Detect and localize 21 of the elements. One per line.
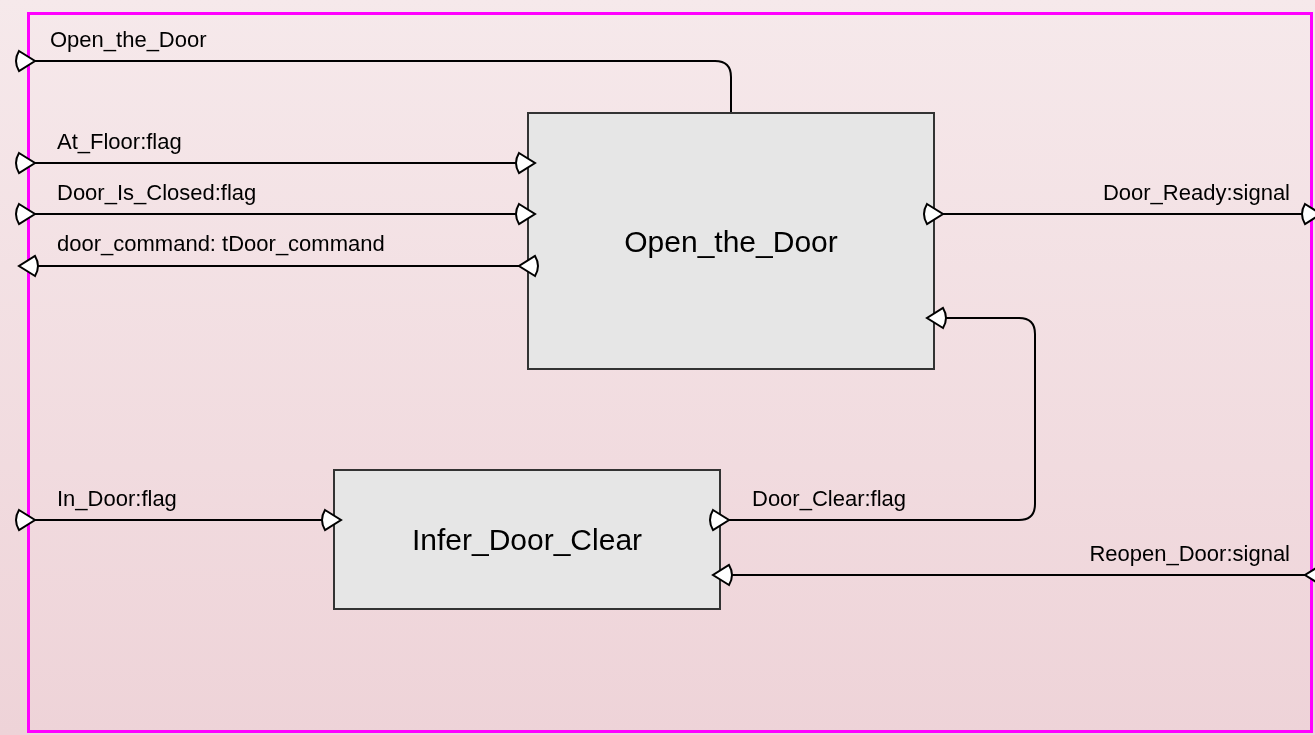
signal-connector — [712, 564, 1315, 586]
block-title: Open_the_Door — [624, 223, 838, 260]
edge-label: In_Door:flag — [57, 486, 177, 512]
signal-connector — [709, 307, 1036, 531]
signal-connector — [15, 152, 536, 174]
edge-label: Door_Ready:signal — [1102, 180, 1290, 206]
edge-label: Door_Is_Closed:flag — [57, 180, 257, 206]
edge-label: At_Floor:flag — [57, 129, 182, 155]
edge-label: door_command: tDoor_command — [57, 231, 385, 257]
block-title: Infer_Door_Clear — [411, 522, 643, 558]
block-box — [527, 112, 935, 370]
signal-connector — [15, 50, 732, 113]
edge-label: Open_the_Door — [50, 27, 207, 53]
edge-label: Reopen_Door:signal — [1089, 541, 1290, 567]
signal-connector — [15, 509, 342, 531]
signal-connector — [923, 203, 1315, 225]
frame-box — [27, 12, 1313, 733]
signal-connector — [18, 255, 539, 277]
signal-connector — [15, 203, 536, 225]
block-box — [333, 469, 721, 610]
edge-label: Door_Clear:flag — [752, 486, 907, 512]
